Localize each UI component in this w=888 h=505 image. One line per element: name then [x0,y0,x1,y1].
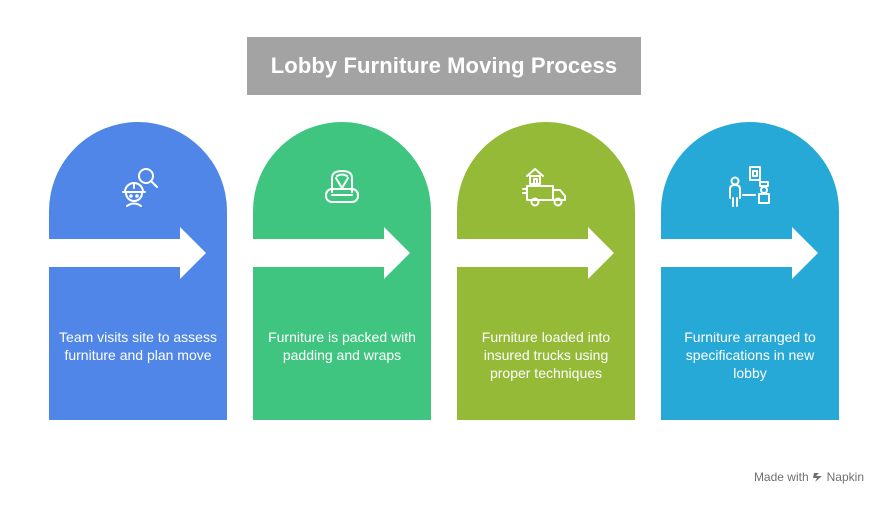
napkin-logo-icon [812,472,823,483]
step-card-1: Team visits site to assess furniture and… [49,122,227,420]
step-text-2: Furniture is packed with padding and wra… [268,329,416,363]
title-banner: Lobby Furniture Moving Process [247,37,641,95]
step-text-1: Team visits site to assess furniture and… [59,329,217,363]
diagram-title: Lobby Furniture Moving Process [270,53,618,78]
lobby-arrangement-icon [725,162,775,212]
step-text-4: Furniture arranged to specifications in … [684,329,816,381]
moving-truck-icon [521,162,571,212]
made-with-credit: Made with Napkin [754,470,864,484]
worker-search-icon [113,162,163,212]
step-text-3: Furniture loaded into insured trucks usi… [481,329,611,381]
step-card-2: Furniture is packed with padding and wra… [253,122,431,420]
padded-seat-icon [317,162,367,212]
made-with-label: Made with [753,470,809,484]
step-card-4: Furniture arranged to specifications in … [661,122,839,420]
brand-label: Napkin [826,470,864,484]
step-card-3: Furniture loaded into insured trucks usi… [457,122,635,420]
